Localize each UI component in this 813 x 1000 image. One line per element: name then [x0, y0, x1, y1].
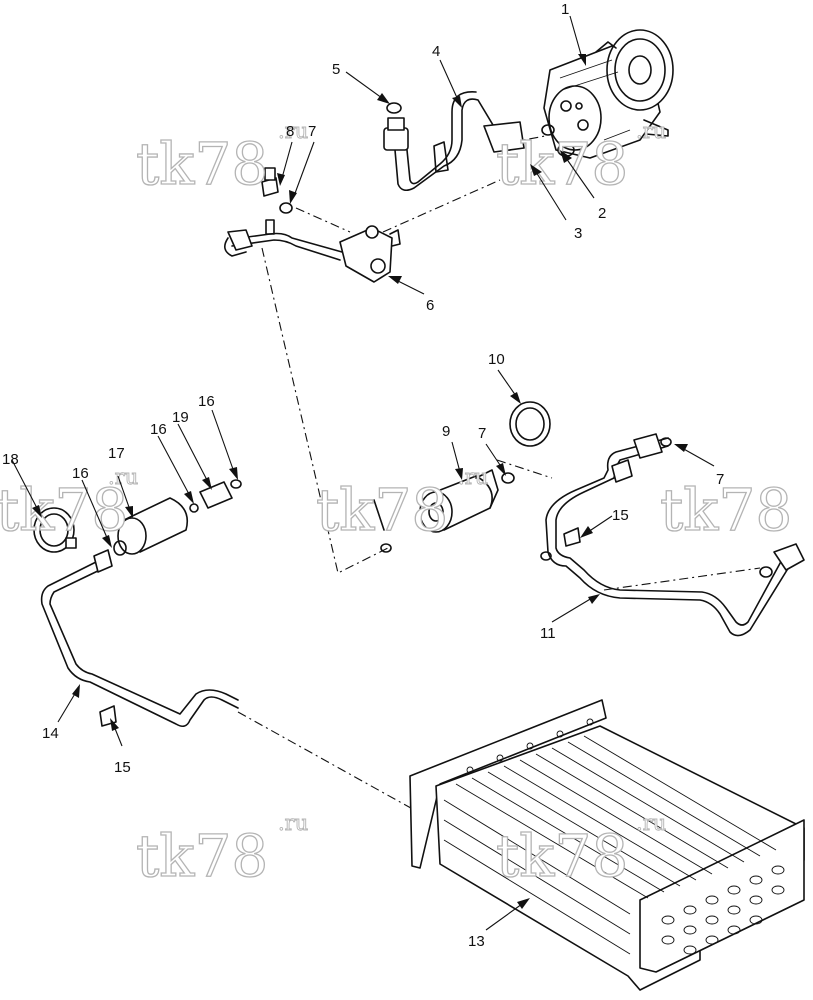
condenser-part-13	[409, 699, 805, 991]
watermark-text: tk78	[136, 822, 268, 890]
receiver-drier-part-17	[113, 497, 189, 556]
watermark-sup: .ru	[108, 465, 138, 489]
callout-14: 14	[42, 725, 59, 742]
callout-7-right: 7	[716, 471, 724, 488]
callout-18: 18	[2, 451, 19, 468]
connection-lines	[237, 135, 761, 813]
callout-2: 2	[598, 205, 606, 222]
compressor-part-1	[543, 29, 674, 159]
clip-part-15-right	[563, 527, 581, 547]
callout-6: 6	[426, 297, 434, 314]
clamp-part-18	[33, 507, 77, 553]
watermark-text: tk78	[496, 822, 628, 890]
o-ring-part-7-top	[279, 202, 293, 214]
watermark-sup: .ru	[278, 811, 308, 835]
watermark-sup: .ru	[458, 465, 488, 489]
callout-16-left: 16	[72, 465, 89, 482]
watermark-text: tk78	[496, 130, 628, 198]
callout-11: 11	[540, 625, 556, 642]
watermark-sup: .ru	[636, 119, 666, 143]
callout-10: 10	[488, 351, 505, 368]
condenser-header-holes	[466, 718, 594, 774]
callout-19: 19	[172, 409, 189, 426]
callout-15-right: 15	[612, 507, 629, 524]
o-ring-part-7-right	[660, 437, 672, 447]
liquid-line-part-11	[540, 433, 805, 637]
callout-leaders	[11, 15, 715, 931]
line-part-14	[40, 549, 239, 728]
callout-7-mid: 7	[478, 425, 486, 442]
watermarks: tk78 .ru tk78 .ru tk78 .ru tk78 .ru tk78…	[0, 119, 793, 891]
callout-1: 1	[561, 1, 569, 18]
manifold-line-part-6	[224, 225, 401, 283]
receiver-drier-part-9	[419, 469, 499, 533]
watermark-text: tk78	[316, 476, 448, 544]
callout-8: 8	[286, 123, 294, 140]
callout-3: 3	[574, 225, 582, 242]
watermark-sup: .ru	[278, 119, 308, 143]
condenser-tube-ends	[661, 865, 785, 955]
hose-part-4	[383, 91, 525, 192]
o-ring-part-5	[386, 102, 402, 114]
callout-5: 5	[332, 61, 340, 78]
watermark-sup: .ru	[636, 811, 666, 835]
callout-17: 17	[108, 445, 125, 462]
callout-7-top: 7	[308, 123, 316, 140]
watermark-text: tk78	[136, 130, 268, 198]
watermark-text: tk78	[0, 476, 128, 544]
fitting-part-12	[373, 499, 392, 553]
callout-13: 13	[468, 933, 485, 950]
callout-16-right: 16	[198, 393, 215, 410]
callout-16-mid: 16	[150, 421, 167, 438]
callout-15-left: 15	[114, 759, 131, 776]
o-ring-part-7-mid	[501, 472, 515, 484]
clamp-part-10	[509, 401, 551, 447]
watermark-text: tk78	[660, 476, 792, 544]
callout-4: 4	[432, 43, 440, 60]
pressure-switch-part-8	[261, 167, 279, 235]
callout-labels: 1 2 3 4 5 6 8 7 10 9 7 7 15 11 13 14 15 …	[2, 1, 724, 950]
callout-9: 9	[442, 423, 450, 440]
fitting-part-19	[189, 479, 242, 513]
